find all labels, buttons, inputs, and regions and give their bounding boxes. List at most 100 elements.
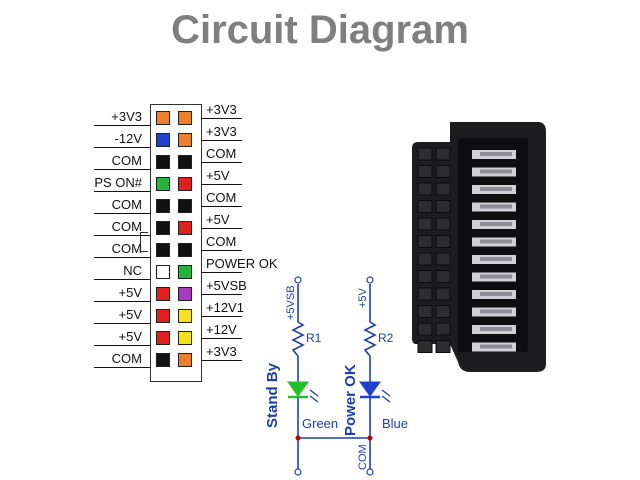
adapter-contact-slot xyxy=(480,222,512,226)
adapter-pin-hole xyxy=(417,217,433,231)
pin-label-right: COM xyxy=(206,190,237,205)
pin-label-right: +5VSB xyxy=(206,278,247,293)
adapter-contact-slot xyxy=(480,274,512,279)
pin-left xyxy=(156,287,170,301)
pin-label-left: PS ON# xyxy=(94,175,142,190)
pin-left xyxy=(156,177,170,191)
pin-leader-left xyxy=(94,345,150,346)
pin-leader-left xyxy=(94,301,150,302)
pin-leader-right xyxy=(202,118,242,119)
pin-left xyxy=(156,155,170,169)
pin-left xyxy=(156,243,170,257)
adapter-pin-hole xyxy=(435,165,451,178)
led-left-ray-1 xyxy=(309,389,319,397)
resistor-right xyxy=(363,321,377,357)
pin-leader-left xyxy=(94,213,150,214)
pin-label-left: COM xyxy=(111,219,142,234)
adapter-pin-hole xyxy=(417,200,433,213)
adapter-contact-slot xyxy=(480,292,512,296)
adapter-contact-slot xyxy=(480,169,512,174)
pin-label-right: COM xyxy=(206,234,237,249)
pin-leader-left xyxy=(94,169,150,170)
adapter-pin-hole xyxy=(417,182,433,196)
adapter-pin-hole xyxy=(417,252,433,266)
pin-leader-right xyxy=(202,206,242,207)
pin-leader-right xyxy=(202,162,242,163)
pin-label-left: +5V xyxy=(118,307,143,322)
pin-leader-right xyxy=(202,140,242,141)
led-left-triangle xyxy=(287,381,309,397)
page-title: Circuit Diagram xyxy=(171,8,469,52)
pin-right xyxy=(178,177,192,191)
pin-leader-right xyxy=(202,184,242,185)
pin-label-right: +12V1 xyxy=(206,300,244,315)
pin-label-left: COM xyxy=(111,351,142,366)
resistor-r2-label: R2 xyxy=(378,331,394,345)
pin-leader-right xyxy=(202,228,242,229)
pin-right xyxy=(178,221,192,235)
pin-label-left: COM xyxy=(111,197,142,212)
terminal-left-top xyxy=(294,276,302,284)
adapter-pin-hole xyxy=(417,340,433,353)
pin-leader-right xyxy=(202,250,242,251)
pin-left xyxy=(156,331,170,345)
led-right-ray-2 xyxy=(381,395,391,403)
adapter-pin-hole xyxy=(435,287,451,301)
pin-label-right: +5V xyxy=(206,212,230,227)
led-right-color-label: Blue xyxy=(382,416,408,431)
pin-left xyxy=(156,199,170,213)
led-right-ray-1 xyxy=(381,389,391,397)
node-right xyxy=(367,435,373,441)
pin-right xyxy=(178,155,192,169)
adapter-pin-hole xyxy=(435,200,451,213)
adapter-pin-hole xyxy=(435,252,451,266)
pin-right xyxy=(178,243,192,257)
pin-left xyxy=(156,111,170,125)
led-left-name: Stand By xyxy=(264,362,281,428)
pin-label-right: +12V xyxy=(206,322,237,337)
adapter-pin-hole xyxy=(435,217,451,231)
pin-right xyxy=(178,287,192,301)
pin-leader-left xyxy=(94,367,150,368)
resistor-r1-label: R1 xyxy=(306,331,322,345)
pin-label-left: +5V xyxy=(118,285,143,300)
adapter-contact-slot xyxy=(480,309,512,314)
adapter-pin-hole xyxy=(435,182,451,196)
pin-leader-right xyxy=(202,360,242,361)
adapter-pin-hole xyxy=(435,270,451,283)
pin-left xyxy=(156,309,170,323)
connector-adapter-image xyxy=(412,122,546,372)
pin-right xyxy=(178,309,192,323)
pin-right xyxy=(178,111,192,125)
pin-label-left: NC xyxy=(123,263,142,278)
adapter-contact-slot xyxy=(480,204,512,209)
pin-label-right: +3V3 xyxy=(206,102,237,117)
adapter-pin-hole xyxy=(435,322,451,336)
terminal-right-bottom xyxy=(366,468,374,476)
pin-leader-left xyxy=(94,323,150,324)
pin-leader-left xyxy=(94,147,150,148)
connector-adapter-body xyxy=(412,122,546,372)
adapter-contact-slot xyxy=(480,327,512,331)
pin-right xyxy=(178,353,192,367)
pin-label-right: +3V3 xyxy=(206,124,237,139)
pin-right xyxy=(178,199,192,213)
pin-left xyxy=(156,221,170,235)
led-left-color-label: Green xyxy=(302,416,338,431)
pin-leader-right xyxy=(202,294,242,295)
adapter-pin-hole xyxy=(417,147,433,161)
pin-leader-right xyxy=(202,316,242,317)
adapter-pin-hole xyxy=(435,305,451,318)
rail-label-right: +5V xyxy=(357,287,369,308)
pin-label-left: +5V xyxy=(118,329,143,344)
pin-left xyxy=(156,265,170,279)
adapter-pin-hole xyxy=(417,287,433,301)
adapter-contact-slot xyxy=(480,187,512,191)
ground-label: COM xyxy=(357,444,369,470)
adapter-pin-hole xyxy=(417,305,433,318)
resistor-left xyxy=(291,321,305,357)
adapter-pin-hole xyxy=(417,322,433,336)
pin-right xyxy=(178,133,192,147)
terminal-right-top xyxy=(366,276,374,284)
pin-leader-left xyxy=(94,279,150,280)
